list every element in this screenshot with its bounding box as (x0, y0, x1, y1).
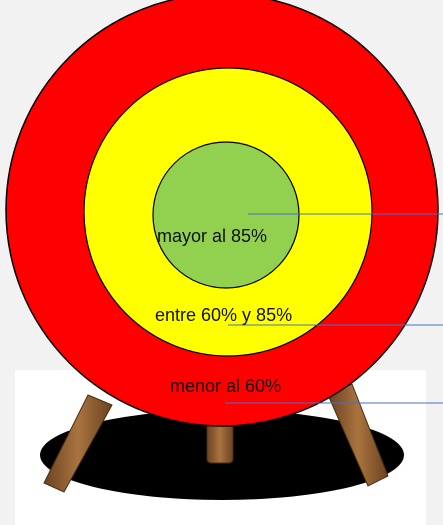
inner-circle (152, 141, 300, 289)
outer-zone-label: menor al 60% (170, 376, 281, 396)
middle-zone-label: entre 60% y 85% (155, 305, 292, 325)
inner-zone-label: mayor al 85% (157, 226, 267, 246)
stand-left-leg (43, 394, 113, 493)
